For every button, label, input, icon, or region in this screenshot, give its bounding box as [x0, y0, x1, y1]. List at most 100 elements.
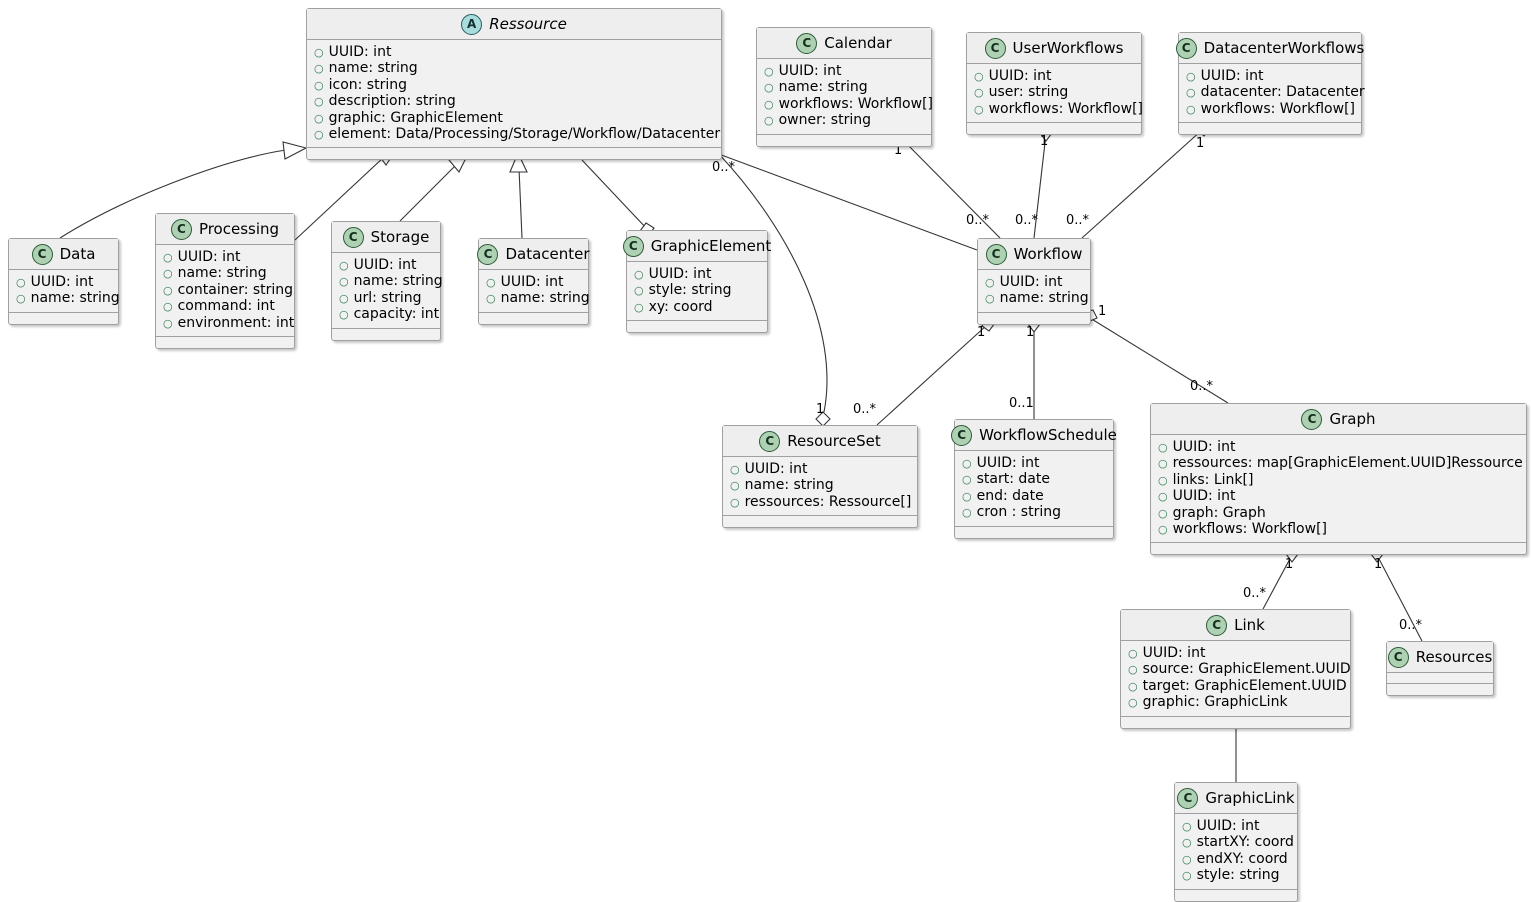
- attribute-compartment: ○UUID: int○name: string○url: string○capa…: [332, 253, 443, 329]
- attribute-text: ressources: Ressource[]: [744, 493, 912, 510]
- visibility-public-icon: ○: [764, 81, 774, 95]
- visibility-public-icon: ○: [985, 276, 995, 289]
- visibility-public-icon: ○: [974, 86, 984, 100]
- attribute-row: ○endXY: coord: [1182, 851, 1289, 867]
- attribute-row: ○target: GraphicElement.UUID: [1128, 678, 1347, 694]
- attribute-row: ○UUID: int: [1186, 68, 1353, 84]
- attribute-text: start: date: [976, 471, 1050, 488]
- multiplicity-label: 0..*: [853, 402, 877, 417]
- attribute-text: name: string: [328, 60, 418, 77]
- multiplicity-label: 0..*: [1243, 586, 1267, 601]
- class-name: Link: [1234, 616, 1265, 634]
- operation-compartment: [1175, 890, 1297, 901]
- attribute-text: environment: int: [177, 314, 295, 331]
- operation-compartment: [723, 516, 917, 527]
- visibility-public-icon: ○: [1158, 441, 1168, 454]
- attribute-row: ○startXY: coord: [1182, 834, 1294, 850]
- class-icon: C: [1387, 646, 1409, 668]
- attribute-text: UUID: int: [328, 44, 392, 60]
- class-name: Workflow: [1013, 245, 1083, 263]
- attribute-compartment: ○UUID: int○name: string: [978, 270, 1090, 313]
- attribute-row: ○graphic: GraphicLink: [1128, 694, 1342, 710]
- visibility-public-icon: ○: [764, 114, 774, 128]
- attribute-row: ○ UUID: int: [1182, 818, 1289, 834]
- class-icon: C: [622, 235, 644, 257]
- attribute-row: ○name: string: [730, 477, 909, 493]
- class-icon: C: [1301, 408, 1323, 430]
- class-header: C Graph: [1151, 404, 1526, 435]
- attribute-row: ○style: string: [1182, 867, 1289, 883]
- attribute-row: ○graphic: GraphicElement: [314, 110, 713, 126]
- attribute-text: graph: Graph: [1172, 504, 1266, 521]
- visibility-public-icon: ○: [314, 46, 324, 59]
- attribute-row: ○UUID: int: [764, 63, 923, 79]
- attribute-row: ○url: string: [339, 290, 432, 306]
- attribute-row: ○command: int: [163, 298, 286, 314]
- visibility-public-icon: ○: [974, 102, 984, 116]
- attribute-row: ○ressources: map[GraphicElement.UUID]Res…: [1158, 455, 1523, 471]
- attribute-text: startXY: coord: [1196, 834, 1294, 851]
- attribute-text: name: string: [30, 290, 120, 307]
- class-icon: C: [796, 32, 818, 54]
- multiplicity-label: 1: [1196, 136, 1205, 151]
- operation-compartment: [1151, 543, 1526, 554]
- attribute-row: ○start: date: [962, 471, 1105, 487]
- attribute-row: ○workflows: Workflow[]: [974, 101, 1143, 117]
- attribute-compartment: [1387, 673, 1493, 684]
- operation-compartment: [978, 313, 1090, 324]
- attribute-row: ○UUID: int: [985, 274, 1082, 290]
- class-name: ResourceSet: [787, 432, 881, 450]
- attribute-row: ○ graph: Graph: [1158, 505, 1518, 521]
- class-name: Graph: [1329, 410, 1376, 428]
- attribute-row: ○UUID: int: [1158, 488, 1518, 504]
- attribute-row: ○name: string: [985, 290, 1089, 306]
- attribute-compartment: ○UUID: int○source: GraphicElement.UUID○t…: [1121, 641, 1351, 717]
- visibility-public-icon: ○: [1128, 663, 1138, 677]
- attribute-text: UUID: int: [1196, 818, 1260, 834]
- multiplicity-label: 0..*: [1190, 379, 1214, 394]
- multiplicity-label: 0..*: [712, 160, 736, 175]
- attribute-row: ○ UUID: int: [314, 44, 713, 60]
- attribute-text: style: string: [1196, 867, 1280, 884]
- visibility-public-icon: ○: [1182, 820, 1192, 833]
- class-icon: C: [1175, 37, 1197, 59]
- visibility-public-icon: ○: [634, 300, 644, 314]
- operation-compartment: [1179, 123, 1361, 134]
- class-icon: C: [984, 37, 1006, 59]
- attribute-row: ○user: string: [974, 84, 1133, 100]
- visibility-public-icon: ○: [314, 95, 324, 109]
- attribute-row: ○UUID: int: [1158, 439, 1518, 455]
- attribute-text: end: date: [976, 487, 1044, 504]
- attribute-row: ○UUID: int: [163, 249, 286, 265]
- class-icon: C: [951, 424, 973, 446]
- visibility-public-icon: ○: [16, 292, 26, 306]
- attribute-row: ○source: GraphicElement.UUID: [1128, 661, 1351, 677]
- class-icon: C: [1177, 787, 1199, 809]
- class-name: GraphicElement: [650, 237, 772, 255]
- visibility-public-icon: ○: [1158, 506, 1168, 520]
- attribute-text: UUID: int: [500, 274, 564, 290]
